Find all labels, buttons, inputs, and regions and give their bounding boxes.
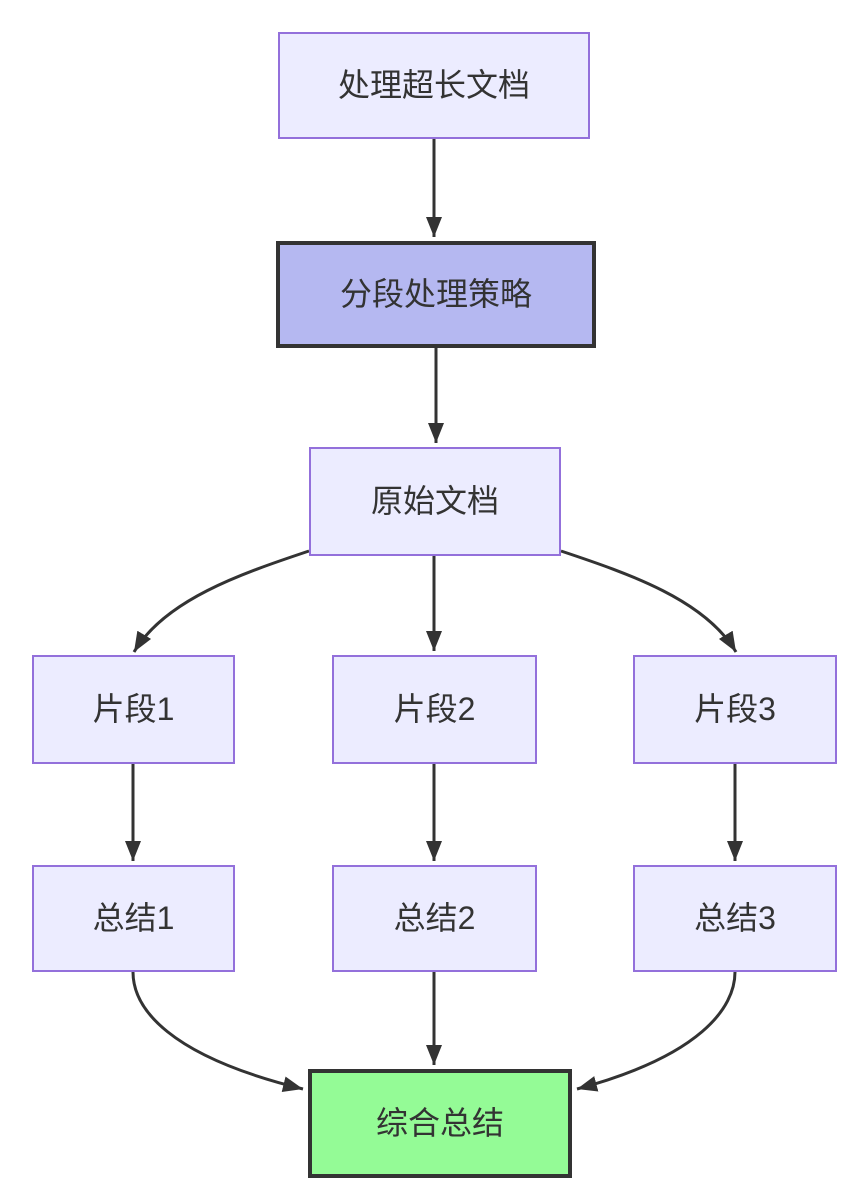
node-fragment-3: 片段3 (633, 655, 837, 764)
node-original-document: 原始文档 (309, 447, 561, 556)
edge-summary1-final (131, 971, 304, 1093)
node-summary-1: 总结1 (32, 865, 235, 972)
node-segmentation-strategy: 分段处理策略 (276, 241, 596, 348)
edge-summary3-final (576, 971, 737, 1092)
node-fragment-1: 片段1 (32, 655, 235, 764)
node-final-summary: 综合总结 (308, 1069, 572, 1178)
node-summary-2: 总结2 (332, 865, 537, 972)
edge-doc-chunk3 (560, 549, 738, 653)
node-summary-3: 总结3 (633, 865, 837, 972)
node-fragment-2: 片段2 (332, 655, 537, 764)
node-process-long-document: 处理超长文档 (278, 32, 590, 139)
edge-doc-chunk1 (132, 549, 310, 653)
